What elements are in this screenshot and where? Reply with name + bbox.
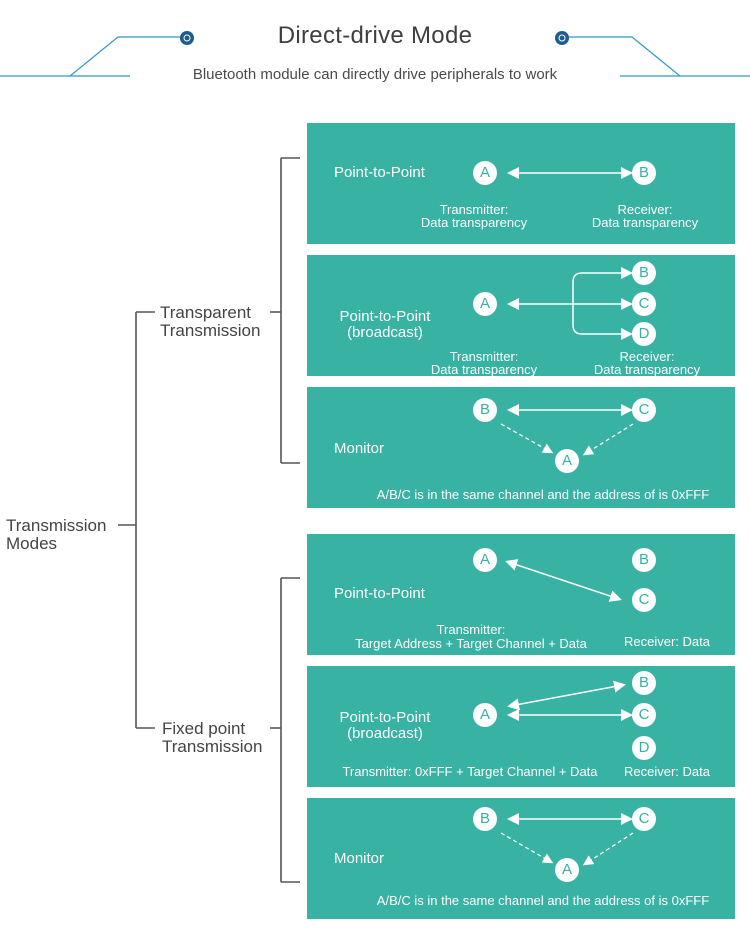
panel-fixed-p2p: Point-to-Point A B C Transmitter: Target… [307, 534, 735, 655]
panel-transparent-broadcast: Point-to-Point (broadcast) A B C D Trans… [307, 255, 735, 376]
node-c: C [632, 398, 656, 422]
node-d: D [632, 322, 656, 346]
mode-label: Point-to-Point (broadcast) [332, 710, 438, 742]
panel-transparent-monitor: Monitor B C A A/B/C is in the same chann… [307, 387, 735, 508]
node-a: A [473, 548, 497, 572]
arrow-branch-b-d [572, 267, 633, 340]
monitor-note: A/B/C is in the same channel and the add… [376, 893, 710, 908]
arrow-c-a-dashed [582, 832, 634, 866]
fixed-label-line1: Fixed point [162, 719, 246, 738]
mode-label: Point-to-Point [334, 164, 425, 181]
header-right-line [568, 36, 750, 77]
transparent-label-line1: Transparent [160, 303, 252, 322]
panel-arrows [500, 813, 634, 866]
node-a: A [473, 292, 497, 316]
transmitter-label: Transmitter: Data transparency [419, 350, 549, 376]
mode-label: Point-to-Point (broadcast) [332, 309, 438, 341]
transparent-label: Transparent Transmission [160, 304, 260, 340]
transmitter-line2: Data transparency [430, 362, 538, 377]
receiver-line1: Receiver: [617, 202, 673, 217]
receiver-label: Receiver: Data [624, 634, 710, 649]
panel-fixed-broadcast: Point-to-Point (broadcast) A B C D Trans… [307, 666, 735, 787]
arrow-b-a-dashed [500, 423, 554, 454]
node-c: C [632, 703, 656, 727]
mode-label: Monitor [334, 850, 385, 867]
transmitter-line2: Data transparency [420, 215, 528, 230]
transmitter-label: Transmitter: Data transparency [414, 203, 534, 229]
root-label-line2: Modes [6, 534, 58, 553]
monitor-note: A/B/C is in the same channel and the add… [376, 487, 710, 502]
receiver-label: Receiver: Data transparency [580, 203, 710, 229]
node-b: B [632, 161, 656, 185]
receiver-label: Receiver: Data [624, 764, 710, 779]
node-b: B [632, 261, 656, 285]
page-title: Direct-drive Mode [277, 22, 473, 49]
fixed-label: Fixed point Transmission [162, 720, 262, 756]
arrow-a-c [505, 559, 622, 602]
arrow-b-a-dashed [500, 832, 554, 864]
header-decoration [0, 31, 750, 77]
panel-arrows [505, 559, 622, 602]
panel-arrows [507, 167, 633, 179]
fixed-label-line2: Transmission [162, 737, 263, 756]
mode-line2: (broadcast) [347, 324, 423, 341]
panel-transparent-p2p: Point-to-Point A B Transmitter: Data tra… [307, 123, 735, 244]
transmitter-label: Transmitter: Target Address + Target Cha… [341, 623, 601, 650]
page-subtitle: Bluetooth module can directly drive peri… [192, 66, 558, 83]
mode-line2: (broadcast) [347, 725, 423, 742]
transparent-label-line2: Transmission [160, 321, 261, 340]
panel-arrows [507, 680, 633, 721]
node-c: C [632, 292, 656, 316]
transmitter-line1: Transmitter: [436, 622, 506, 637]
node-c: C [632, 588, 656, 612]
node-a: A [555, 858, 579, 882]
node-a: A [473, 161, 497, 185]
node-b: B [473, 398, 497, 422]
panel-fixed-monitor: Monitor B C A A/B/C is in the same chann… [307, 798, 735, 919]
transmitter-line1: Transmitter: [449, 349, 519, 364]
node-c: C [632, 807, 656, 831]
header-left-line [0, 36, 182, 77]
node-a: A [555, 449, 579, 473]
node-a: A [473, 703, 497, 727]
transmitter-line1: Transmitter: [439, 202, 509, 217]
receiver-line2: Data transparency [591, 215, 699, 230]
panel-arrows [507, 267, 633, 340]
mode-line1: Point-to-Point [339, 709, 431, 726]
transmitter-label: Transmitter: 0xFFF + Target Channel + Da… [342, 764, 598, 779]
receiver-line2: Data transparency [593, 362, 701, 377]
arrow-c-a-dashed [582, 423, 634, 456]
node-b: B [473, 807, 497, 831]
receiver-line1: Receiver: [619, 349, 675, 364]
root-label-line1: Transmission [6, 516, 107, 535]
receiver-label: Receiver: Data transparency [582, 350, 712, 376]
node-b: B [632, 548, 656, 572]
arrow-a-b [507, 680, 626, 711]
transmitter-line2: Target Address + Target Channel + Data [355, 636, 587, 651]
node-d: D [632, 736, 656, 760]
mode-line1: Point-to-Point [339, 308, 431, 325]
panel-arrows [500, 404, 634, 456]
tree-lines [118, 157, 300, 883]
mode-label: Point-to-Point [334, 585, 425, 602]
mode-label: Monitor [334, 440, 385, 457]
node-b: B [632, 671, 656, 695]
root-label: Transmission Modes [6, 517, 106, 553]
